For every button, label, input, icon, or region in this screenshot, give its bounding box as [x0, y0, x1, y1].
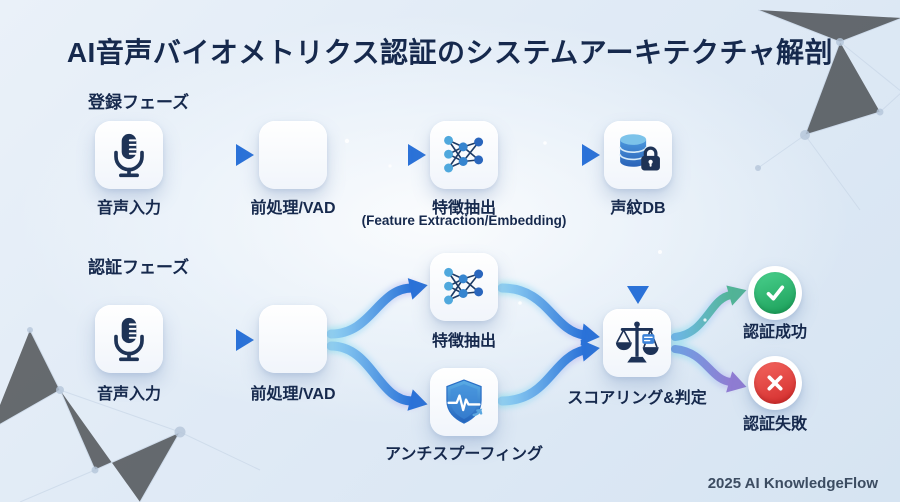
waveform-icon — [272, 136, 314, 174]
shield-pulse-icon — [446, 379, 483, 424]
microphone-icon — [114, 317, 144, 362]
node-anti-spoofing — [430, 368, 498, 436]
database-lock-icon — [619, 134, 660, 171]
node-scoring — [603, 309, 671, 377]
node-sublabel: (Feature Extraction/Embedding) — [361, 213, 567, 228]
page-title: AI音声バイオメトリクス認証のシステムアーキテクチャ解剖 — [66, 37, 834, 68]
node-label: 音声入力 — [96, 200, 161, 217]
node-label: 認証成功 — [742, 324, 807, 341]
node-auth-voice-input — [95, 305, 163, 373]
check-circle-icon — [766, 285, 785, 301]
node-auth-feature — [430, 253, 498, 321]
x-circle-icon — [767, 375, 783, 391]
scales-icon — [615, 321, 659, 363]
node-label: 認証失敗 — [742, 416, 807, 433]
node-label: 前処理/VAD — [250, 200, 336, 217]
node-label: 音声入力 — [96, 386, 161, 403]
microphone-icon — [114, 133, 144, 178]
node-auth-preprocess — [259, 305, 327, 373]
node-label: アンチスプーフィング — [384, 446, 544, 463]
node-reg-feature — [430, 121, 498, 189]
node-reg-voice-input — [95, 121, 163, 189]
node-label: 特徴抽出 — [431, 333, 496, 350]
authentication-phase-label: 認証フェーズ — [88, 258, 190, 277]
node-label: 特徴抽出 — [431, 200, 496, 217]
node-label: スコアリング&判定 — [567, 390, 707, 407]
node-label: 声紋DB — [610, 200, 666, 217]
node-label: 前処理/VAD — [250, 386, 336, 403]
registration-phase-label: 登録フェーズ — [88, 93, 190, 112]
neural-network-icon — [444, 135, 484, 173]
waveform-icon — [272, 320, 314, 358]
node-voiceprint-db — [604, 121, 672, 189]
auth-failure-badge — [748, 356, 802, 410]
neural-network-icon — [444, 267, 484, 305]
auth-success-badge — [748, 266, 802, 320]
node-reg-preprocess — [259, 121, 327, 189]
credit-text: 2025 AI KnowledgeFlow — [707, 475, 878, 492]
